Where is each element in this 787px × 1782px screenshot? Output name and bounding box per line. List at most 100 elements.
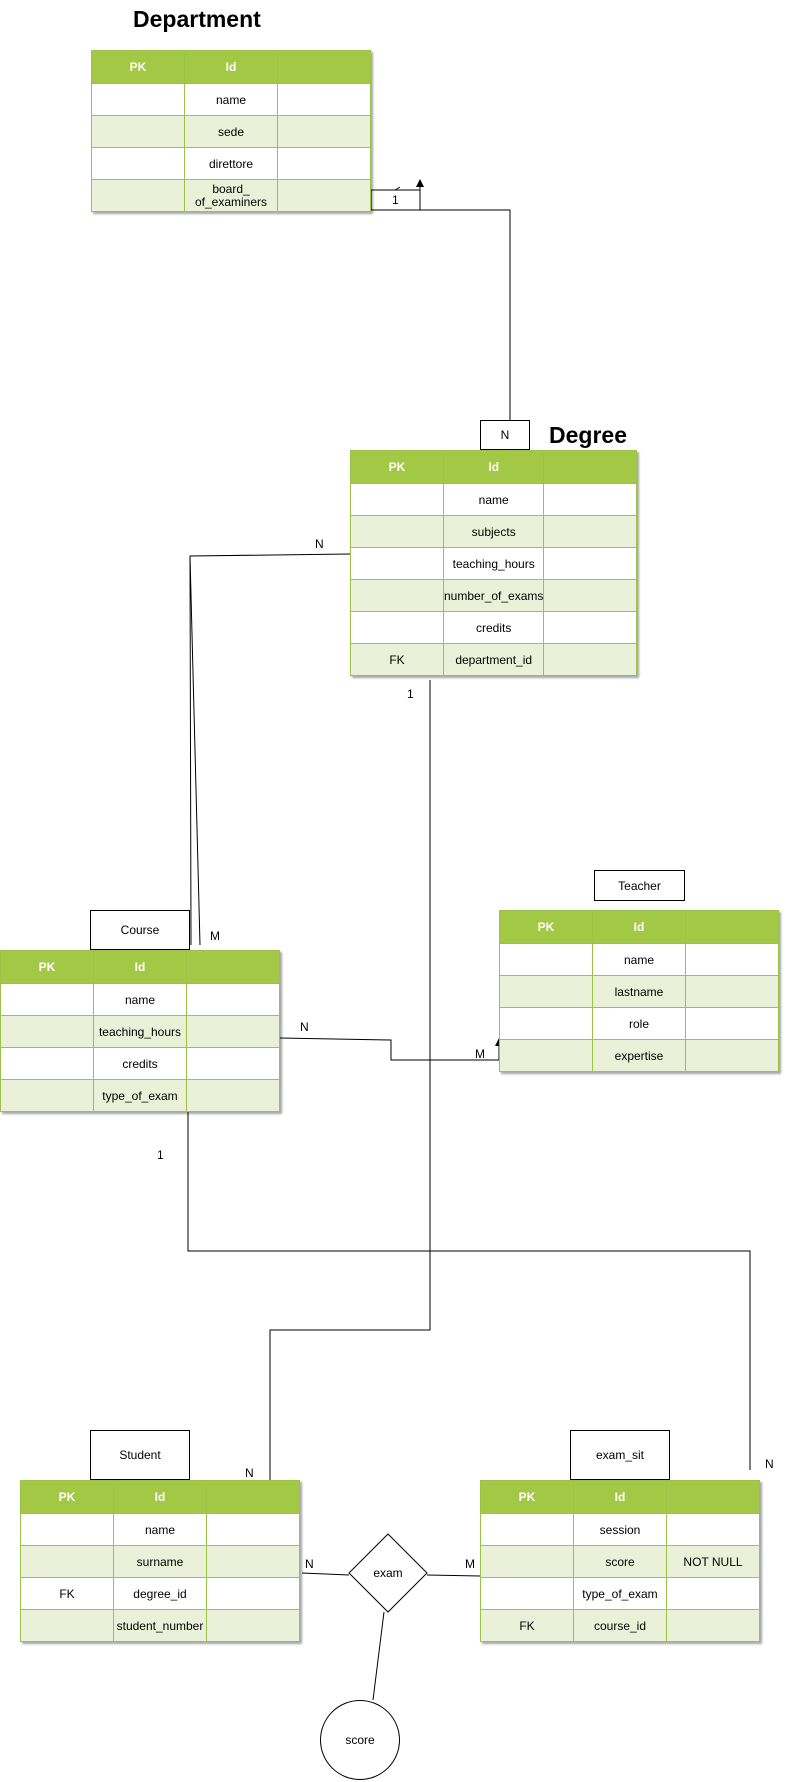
course-row-cell: type_of_exam bbox=[93, 1079, 187, 1112]
exam-sit-title: exam_sit bbox=[570, 1430, 670, 1480]
course-row-cell bbox=[0, 983, 94, 1016]
teacher-row-cell bbox=[685, 1039, 779, 1072]
department-row-cell bbox=[277, 115, 371, 148]
degree-row: teaching_hours bbox=[350, 547, 638, 580]
course-row: teaching_hours bbox=[0, 1015, 280, 1048]
card-dept-degree-dept: 1 bbox=[392, 193, 399, 207]
department-row-cell bbox=[277, 83, 371, 116]
edge-department-degree-tick bbox=[394, 186, 401, 191]
exam-sit-row-cell bbox=[480, 1545, 574, 1578]
exam-sit-row-cell: FK bbox=[480, 1609, 574, 1642]
department-row-cell bbox=[91, 83, 185, 116]
exam-sit-row-cell: type_of_exam bbox=[573, 1577, 667, 1610]
degree-row-cell bbox=[350, 515, 444, 548]
student-row-cell: name bbox=[113, 1513, 207, 1546]
degree-row-cell bbox=[543, 579, 638, 612]
department-row-cell: board_of_examiners bbox=[184, 179, 278, 212]
student-row-cell bbox=[20, 1513, 114, 1546]
degree-row: credits bbox=[350, 611, 638, 644]
exam-sit-row-cell bbox=[666, 1513, 760, 1546]
exam-sit-row-cell: session bbox=[573, 1513, 667, 1546]
student-row-cell bbox=[20, 1545, 114, 1578]
department-row-cell bbox=[277, 179, 371, 212]
course-header-row-cell: PK bbox=[0, 950, 94, 984]
teacher-row-cell bbox=[685, 1007, 779, 1040]
edge-department-degree bbox=[371, 209, 511, 420]
department-header-row-cell: PK bbox=[91, 50, 185, 84]
exam-sit-row-cell bbox=[666, 1577, 760, 1610]
department-header-row-cell: Id bbox=[184, 50, 278, 84]
course-row-cell bbox=[0, 1079, 94, 1112]
student-title: Student bbox=[90, 1430, 190, 1480]
course-title: Course bbox=[90, 910, 190, 950]
teacher-row: lastname bbox=[499, 975, 779, 1008]
course-row-cell: credits bbox=[93, 1047, 187, 1080]
department-row-cell bbox=[91, 179, 185, 212]
degree-row-cell bbox=[543, 515, 638, 548]
teacher-row-cell bbox=[499, 1039, 593, 1072]
exam-sit-row-cell bbox=[480, 1513, 574, 1546]
exam-sit-header-row-cell bbox=[666, 1480, 760, 1514]
card-degree-course-degree: N bbox=[315, 537, 324, 551]
exam-sit-row-cell: course_id bbox=[573, 1609, 667, 1642]
course-row-cell bbox=[186, 1015, 280, 1048]
teacher-row: expertise bbox=[499, 1039, 779, 1072]
degree-header-row-cell bbox=[543, 450, 638, 484]
degree-row-cell: credits bbox=[442, 611, 545, 644]
edge-department-degree-arrowhead bbox=[416, 179, 424, 187]
card-degree-student-student: N bbox=[245, 1466, 254, 1480]
teacher-row-cell: name bbox=[592, 943, 686, 976]
degree-row-cell bbox=[543, 643, 638, 676]
course-row-cell bbox=[186, 1079, 280, 1112]
course-row-cell: teaching_hours bbox=[93, 1015, 187, 1048]
student-row: name bbox=[20, 1513, 300, 1546]
score-attribute: score bbox=[320, 1700, 400, 1780]
degree-row-cell bbox=[350, 579, 444, 612]
degree-row-cell bbox=[543, 483, 638, 516]
degree-header-row-cell: Id bbox=[442, 450, 545, 484]
course-row-cell bbox=[186, 1047, 280, 1080]
course-row: name bbox=[0, 983, 280, 1016]
student-row-cell bbox=[20, 1609, 114, 1642]
student-row-cell bbox=[206, 1545, 300, 1578]
card-degree-course-course: M bbox=[210, 929, 220, 943]
student-row: student_number bbox=[20, 1609, 300, 1642]
exam-sit-row-cell bbox=[666, 1609, 760, 1642]
course-row-cell: name bbox=[93, 983, 187, 1016]
edge-degree-course-double bbox=[189, 555, 192, 946]
degree-header-row-cell: PK bbox=[350, 450, 444, 484]
department-row-cell bbox=[91, 115, 185, 148]
student-row-cell: FK bbox=[20, 1577, 114, 1610]
teacher-header-row-cell: PK bbox=[499, 910, 593, 944]
edge-degree-course bbox=[189, 553, 351, 946]
exam-sit-header-row-cell: PK bbox=[480, 1480, 574, 1514]
exam-diamond-shape bbox=[348, 1533, 428, 1613]
degree-row-cell: FK bbox=[350, 643, 444, 676]
student-row-cell: surname bbox=[113, 1545, 207, 1578]
degree-row-cell bbox=[350, 611, 444, 644]
degree-title: Degree bbox=[549, 422, 627, 448]
department-row: direttore bbox=[91, 147, 371, 180]
department-header-row-cell bbox=[277, 50, 371, 84]
course-row: credits bbox=[0, 1047, 280, 1080]
teacher-row-cell bbox=[499, 975, 593, 1008]
course-header-row-cell bbox=[186, 950, 280, 984]
degree-row-cell: number_of_exams bbox=[442, 579, 545, 612]
teacher-row-cell bbox=[685, 943, 779, 976]
department-row-cell: name bbox=[184, 83, 278, 116]
department-row: name bbox=[91, 83, 371, 116]
degree-cardinality-box: N bbox=[480, 420, 530, 450]
card-course-examsit-examsit: N bbox=[765, 1457, 774, 1471]
department-row-cell: sede bbox=[184, 115, 278, 148]
card-exam-student: N bbox=[305, 1557, 314, 1571]
